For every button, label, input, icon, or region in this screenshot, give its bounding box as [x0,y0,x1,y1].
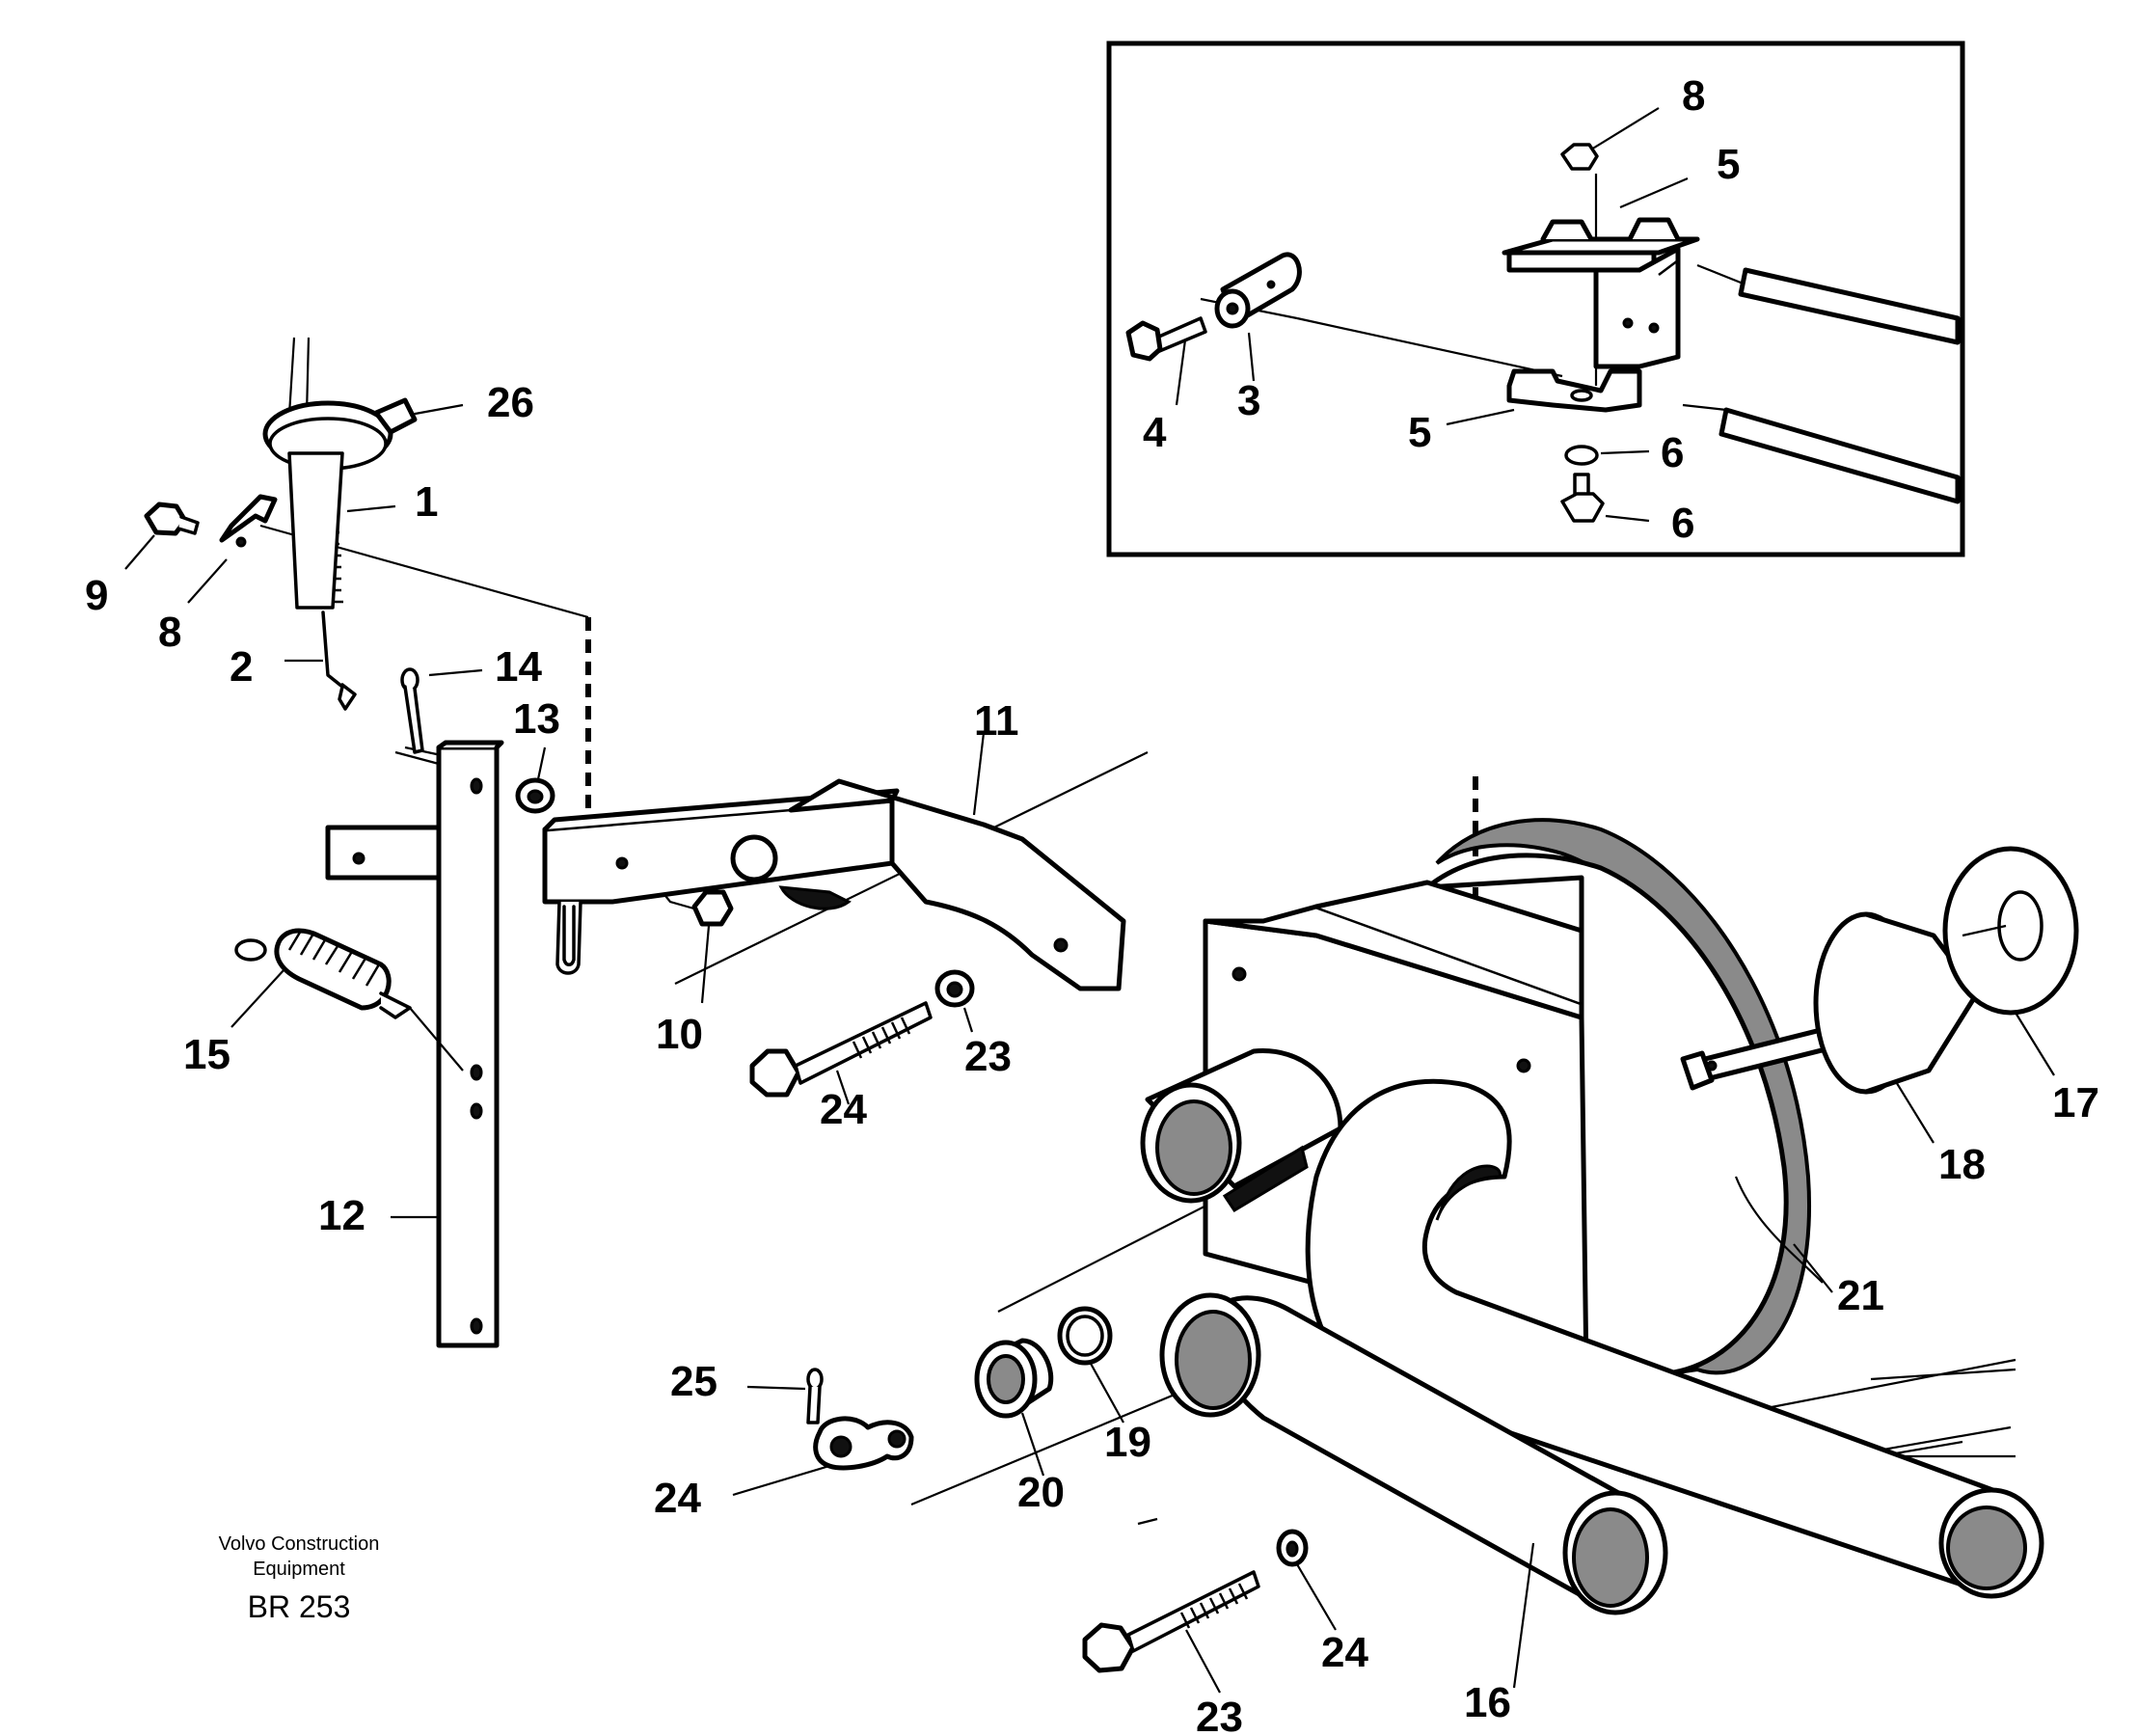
pipe-casing-assembly [732,818,2079,1694]
cotter-pin-27 [746,1368,824,1424]
callout-25: 24 [820,1086,867,1133]
callout-23: 23 [1196,1694,1243,1736]
callout-12: 11 [974,697,1019,745]
callout-9: 8 [158,609,181,656]
tab-9 [187,494,278,604]
bolt-4 [1125,316,1207,362]
sleeve-3 [1214,252,1302,329]
company-name: Volvo Construction Equipment [164,1532,434,1582]
callout-6: 6 [1671,500,1694,547]
callout-4: 4 [1143,409,1167,456]
linkage-assembly [124,337,2016,1526]
callout-5-inset-lower: 5 [1408,409,1431,456]
callout-13: 12 [318,1192,365,1239]
callout-8: 8 [1682,72,1705,120]
callout-3: 3 [1237,377,1260,424]
callout-19: 18 [1938,1141,1986,1188]
washer-7 [1564,445,1599,466]
callout-2: 2 [230,643,253,691]
callout-16: 15 [183,1031,230,1078]
pin-15 [400,667,483,754]
pipe-lower-17 [1159,1292,1668,1689]
lever-12 [542,732,1126,991]
washer-24-lower [1276,1529,1337,1631]
callout-24-lower: 24 [1321,1629,1368,1676]
rod-2 [284,610,357,711]
chain-link-26 [732,1416,914,1497]
washer-24-upper [934,969,975,1033]
callout-17: 16 [1464,1679,1511,1726]
bolt-10 [124,502,200,570]
washer-14 [515,746,555,814]
bolt-25 [749,1001,933,1105]
diagram-reference: BR 253 [247,1589,351,1624]
bracket-5-lower [1506,368,1642,413]
nut-11 [691,889,734,1004]
bracket-5-upper [1502,217,1700,369]
callout-11: 10 [656,1011,703,1058]
inset-frame [1106,41,1965,557]
rod-lower [1682,403,1961,504]
bolt-23 [1082,1570,1260,1694]
callout-22: 21 [1837,1272,1884,1319]
bearing-21 [974,1338,1054,1477]
callout-20: 19 [1104,1419,1151,1466]
detail-inset [1106,41,1965,557]
callout-28: 26 [487,379,534,426]
callout-18: 17 [2052,1079,2099,1126]
nut-8 [1560,143,1599,171]
callout-labels: 8 5 3 4 5 6 6 26 1 9 8 2 14 13 11 15 10 … [85,72,2099,1736]
callout-1: 1 [415,478,438,526]
callout-5-inset-upper: 5 [1717,141,1740,188]
snap-ring-20 [1057,1306,1124,1424]
callout-14: 13 [513,695,560,743]
callout-24-upper: 23 [964,1033,1012,1080]
washer-18 [1942,846,2079,1076]
callout-26: 24 [654,1475,701,1522]
bolt-6 [1560,473,1605,523]
spring-1 [287,451,396,610]
callout-7: 6 [1661,429,1684,476]
callout-15: 14 [495,643,542,691]
bar-13 [325,740,504,1348]
spring-16 [230,928,464,1071]
callout-21: 20 [1017,1469,1065,1516]
hose-clamp-28 [262,337,464,471]
company-line-1: Volvo Construction [218,1533,380,1555]
rod-upper [1696,263,1961,345]
drum-22 [1424,818,1833,1381]
callout-10: 9 [85,572,108,619]
pipe-stub-upper [1140,1048,1343,1213]
callout-27: 25 [670,1358,717,1405]
company-line-2: Equipment [253,1559,345,1580]
